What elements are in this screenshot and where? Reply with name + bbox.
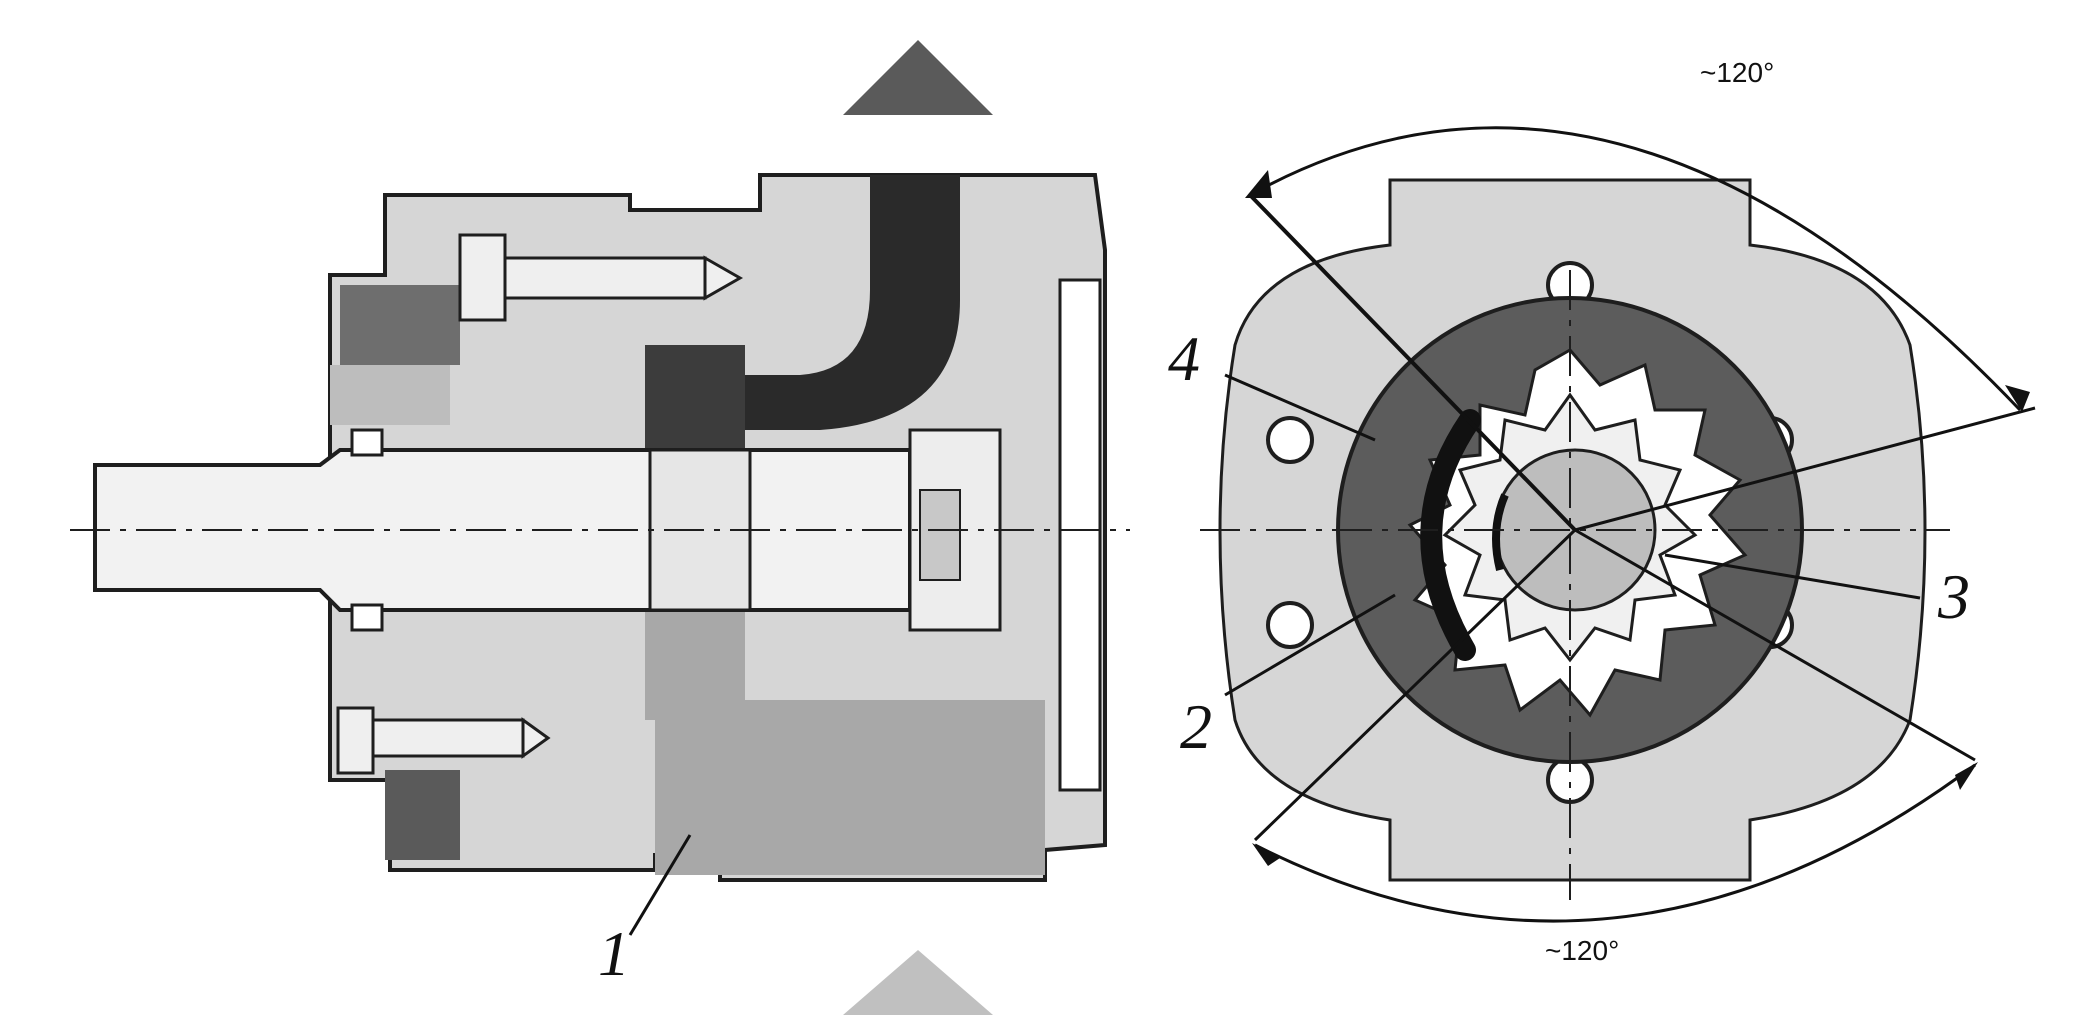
arrowhead-top-left [1245, 170, 1272, 198]
angle-arc-top [1249, 126, 2022, 412]
callout-3: 3 [1937, 561, 1970, 632]
leader-3 [1664, 553, 1921, 600]
front-flange-upper [340, 285, 460, 365]
lower-bolt [336, 706, 551, 775]
shaft-seal-upper [350, 428, 384, 457]
angle-label-bottom: ~120° [1545, 935, 1619, 966]
angle-arc-bottom [1254, 763, 1976, 923]
small-port-arc [1492, 493, 1509, 571]
outlet-channel [745, 175, 960, 430]
pressure-port-arc [1420, 409, 1481, 661]
arrowhead-bottom-right [1955, 762, 1978, 790]
callout-2: 2 [1180, 691, 1212, 762]
callout-1: 1 [598, 918, 630, 989]
bolt-hole-left-lower [1266, 601, 1314, 649]
front-cover-strip [330, 365, 450, 425]
rear-lower-body [655, 700, 1045, 875]
angle-ray-lower-left [1253, 528, 1577, 842]
shaft-seal-lower [350, 603, 384, 632]
rear-end-cap [1058, 278, 1102, 792]
bearing-teeth [919, 489, 961, 581]
angle-label-top: ~120° [1700, 57, 1774, 88]
end-view: ~120° ~120° 4 2 3 [1168, 57, 2036, 966]
leader-4 [1224, 373, 1376, 442]
bolt-hole-left-upper [1266, 416, 1314, 464]
upper-bolt [458, 233, 744, 322]
bottom-triangle-marker [843, 950, 993, 1015]
gerotor-block-upper [645, 345, 745, 460]
angle-ray-right [1574, 406, 2036, 532]
sectional-view: 1 [70, 173, 1130, 989]
callout-4: 4 [1168, 323, 1200, 394]
angle-ray-upper-left [1248, 193, 1577, 532]
leader-1 [628, 834, 692, 936]
arrowhead-bottom-left [1252, 843, 1280, 866]
front-flange-lower [385, 770, 460, 860]
leader-2 [1224, 593, 1396, 697]
top-triangle-marker [843, 40, 993, 115]
angle-ray-lower-right [1574, 528, 1976, 762]
arrowhead-top-right [2005, 385, 2030, 412]
